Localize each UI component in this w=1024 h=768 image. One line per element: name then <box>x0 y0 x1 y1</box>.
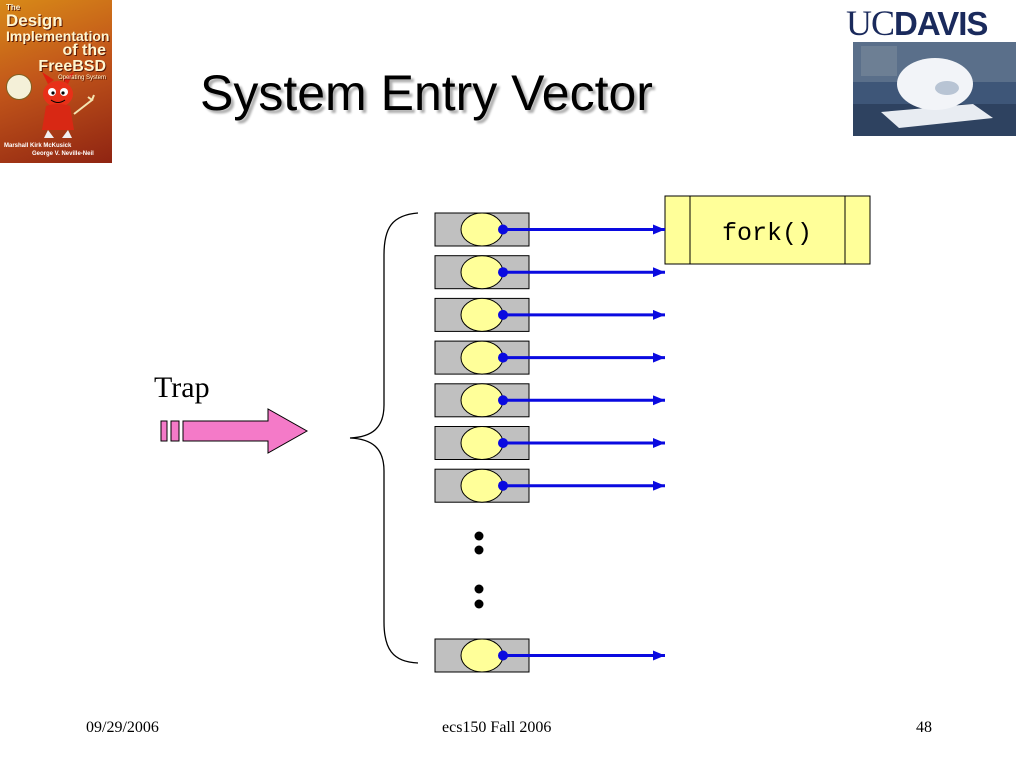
trap-arrow-shaft <box>182 408 309 454</box>
pointer-origin-dot <box>498 224 508 235</box>
vector-entry <box>434 212 665 247</box>
uc-davis-logo: UCDAVIS <box>846 3 988 43</box>
book-title-line: The <box>6 3 21 12</box>
bsd-daemon-icon <box>42 72 95 138</box>
egghead-sculpture-photo <box>853 42 1016 136</box>
vector-entry <box>434 297 665 332</box>
book-title-line: of the FreeBSD <box>38 42 106 75</box>
ellipsis-dot <box>474 584 484 594</box>
vector-entries <box>434 212 665 673</box>
trap-arrow-tail-bar <box>170 420 180 442</box>
vector-entry <box>434 383 665 418</box>
slide-title: System Entry Vector <box>200 65 653 121</box>
vector-entry <box>434 468 665 503</box>
book-authors: Marshall Kirk McKusick George V. Neville… <box>4 142 108 158</box>
pointer-origin-dot <box>498 650 508 661</box>
vector-entry <box>434 340 665 375</box>
pointer-origin-dot <box>498 438 508 448</box>
pointer-cell <box>460 638 504 673</box>
book-cover-image: The Design Implementation of the FreeBSD… <box>0 0 112 163</box>
pointer-cell <box>460 383 504 418</box>
pointer-cell <box>460 426 504 460</box>
pointer-cell <box>460 468 504 503</box>
book-author: George V. Neville-Neil <box>32 151 94 157</box>
pointer-origin-dot <box>498 267 508 278</box>
pointer-origin-dot <box>498 352 508 363</box>
footer-date: 09/29/2006 <box>86 719 159 736</box>
logo-suffix: DAVIS <box>894 5 988 42</box>
edition-badge <box>6 74 32 100</box>
vector-entry <box>434 426 665 460</box>
vector-ellipsis <box>474 531 484 609</box>
pointer-origin-dot <box>498 480 508 491</box>
book-title-line: Design <box>6 11 63 30</box>
pointer-cell <box>460 297 504 332</box>
vector-entry <box>434 255 665 290</box>
book-title-line: Operating System <box>57 75 106 81</box>
book-title: The Design Implementation of the FreeBSD… <box>6 3 110 82</box>
trap-label: Trap <box>154 371 210 404</box>
pointer-origin-dot <box>498 395 508 406</box>
pointer-origin-dot <box>498 309 508 320</box>
pointer-cell <box>460 340 504 375</box>
vector-entry <box>434 638 665 673</box>
trap-arrow-tail-bar <box>160 420 168 442</box>
vector-brace <box>349 212 419 664</box>
ellipsis-dot <box>474 545 484 555</box>
ellipsis-dot <box>474 531 484 541</box>
ellipsis-dot <box>474 599 484 609</box>
book-author: Marshall Kirk McKusick <box>4 143 72 149</box>
fork-label: fork() <box>722 219 812 248</box>
pointer-cell <box>460 255 504 290</box>
fork-handler-box: fork() <box>664 195 871 265</box>
footer-course: ecs150 Fall 2006 <box>442 719 552 736</box>
footer-page-number: 48 <box>916 719 932 736</box>
trap-arrow <box>160 408 309 454</box>
logo-prefix: UC <box>846 3 895 43</box>
pointer-cell <box>460 212 504 247</box>
book-title-line: Implementation <box>6 28 110 44</box>
